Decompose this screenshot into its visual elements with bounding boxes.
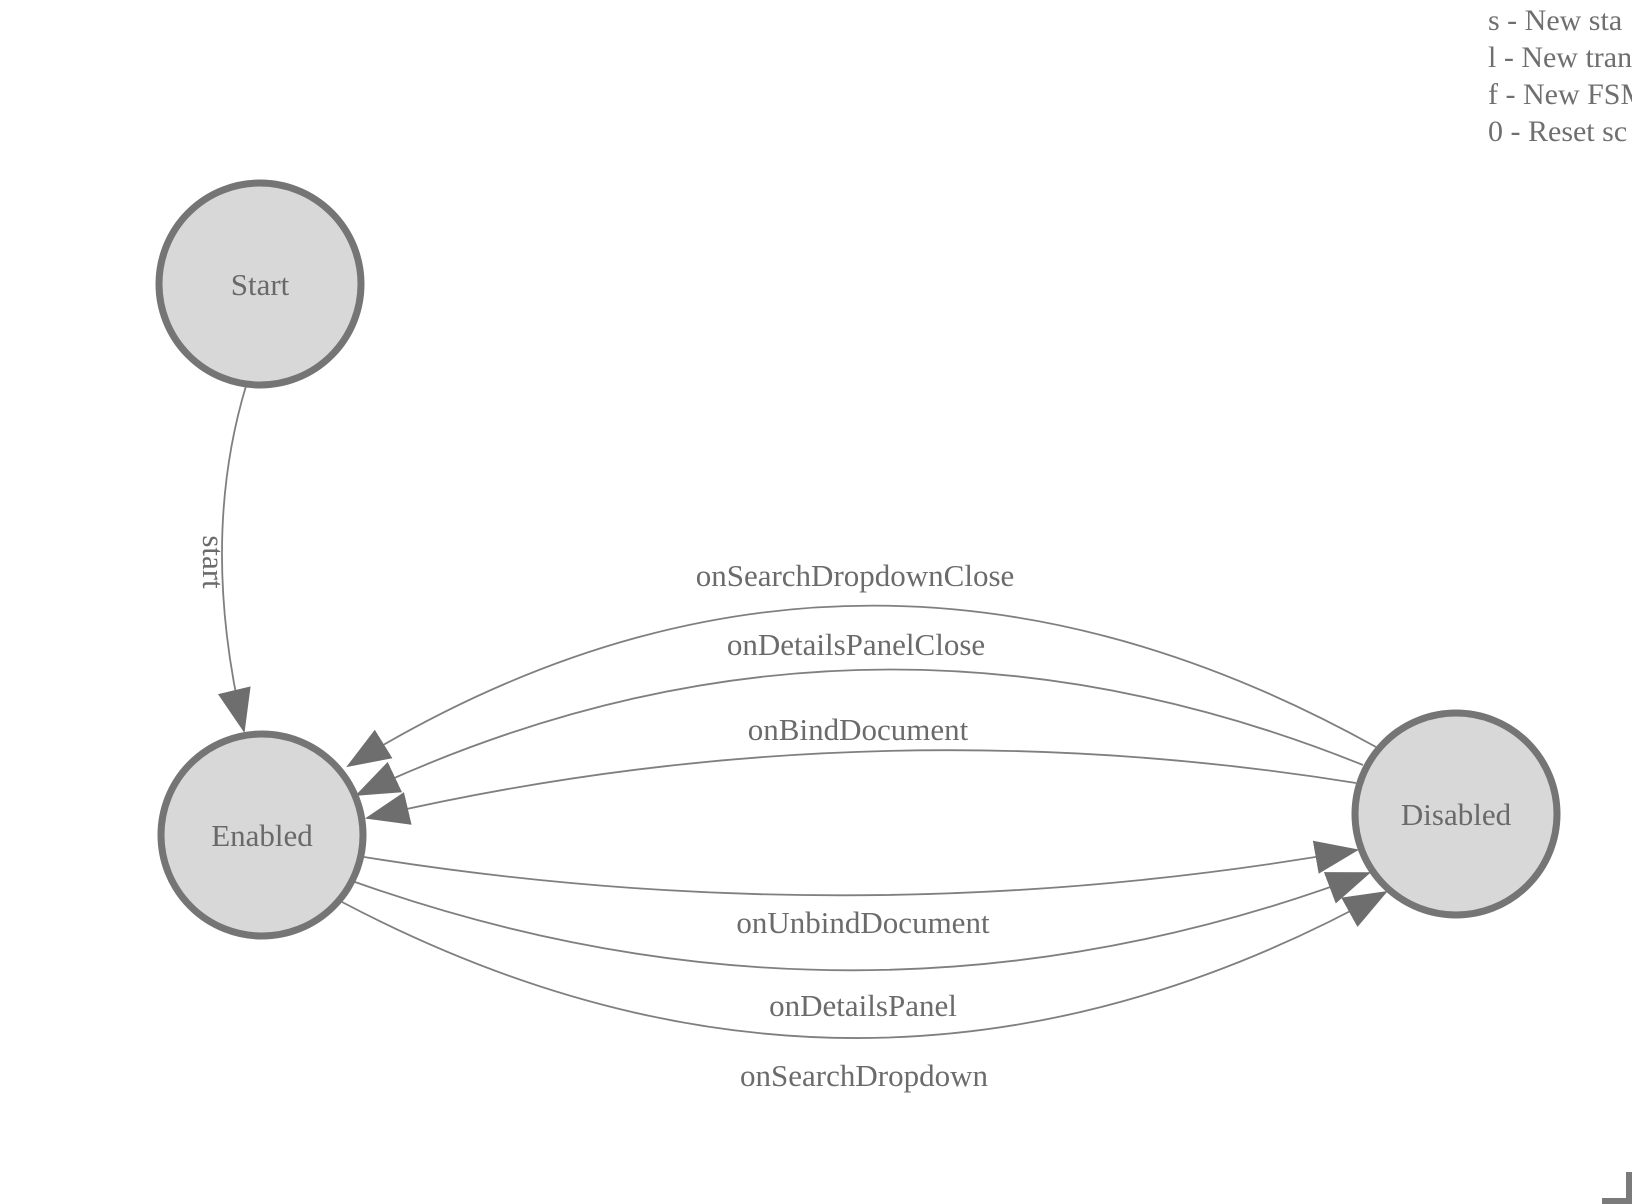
transition-edge-ondetailspanelclose[interactable] xyxy=(355,668,1364,796)
shortcut-legend-line: 0 - Reset sc xyxy=(1488,115,1628,148)
state-label-enabled: Enabled xyxy=(211,818,313,853)
state-circle-enabled[interactable] xyxy=(157,730,367,940)
transition-edge-ondetailspanel[interactable] xyxy=(354,872,1371,972)
transition-label-ondetailspanelclose: onDetailsPanelClose xyxy=(727,627,985,662)
state-node-enabled[interactable]: Enabled xyxy=(157,730,367,940)
state-circle-start[interactable] xyxy=(155,179,365,389)
transition-edge-onsearchdropdownclose[interactable] xyxy=(346,604,1377,768)
transition-edge-onunbinddocument[interactable] xyxy=(363,840,1360,897)
shortcut-legend-line: s - New sta xyxy=(1488,4,1623,37)
state-node-start[interactable]: Start xyxy=(155,179,365,389)
shortcut-legend-line: l - New tran xyxy=(1488,41,1632,74)
transition-edge-onsearchdropdown[interactable] xyxy=(341,890,1388,1039)
transition-label-onsearchdropdownclose: onSearchDropdownClose xyxy=(696,558,1015,593)
transition-label-ondetailspanel: onDetailsPanel xyxy=(769,988,957,1023)
transition-edge-onbinddocument[interactable] xyxy=(364,749,1357,825)
transition-label-onbinddocument: onBindDocument xyxy=(748,712,969,747)
canvas-corner-mark xyxy=(1602,1172,1632,1204)
transition-edge-start[interactable] xyxy=(217,385,251,734)
shortcut-legend-line: f - New FSM xyxy=(1488,78,1632,111)
state-circle-disabled[interactable] xyxy=(1351,709,1561,919)
transition-label-start: start xyxy=(196,535,231,589)
state-label-disabled: Disabled xyxy=(1401,797,1512,832)
state-label-start: Start xyxy=(231,267,290,302)
transition-label-onunbinddocument: onUnbindDocument xyxy=(736,905,990,940)
shortcut-legend: s - New sta l - New tran f - New FSM 0 -… xyxy=(1488,2,1632,150)
transition-label-onsearchdropdown: onSearchDropdown xyxy=(740,1058,988,1093)
state-node-disabled[interactable]: Disabled xyxy=(1351,709,1561,919)
